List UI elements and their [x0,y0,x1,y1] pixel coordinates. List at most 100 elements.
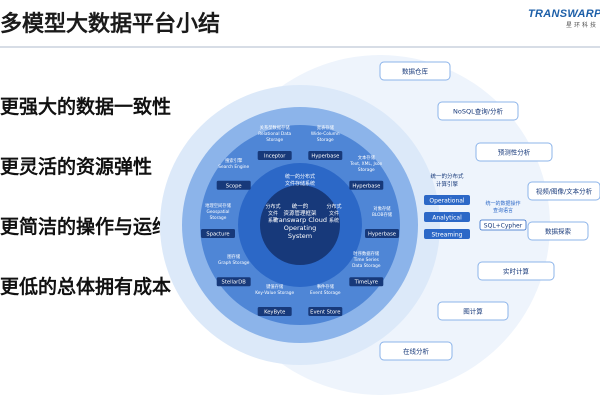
application-box [379,61,451,81]
storage-badge [365,229,399,238]
page-title: 多模型大数据平台小结 [0,12,221,37]
storage-item-label: Storage [317,137,334,143]
storage-item-label: 时序数据存储 [353,250,379,257]
core-line-5: System [288,232,312,240]
application-label: 预测性分析 [498,148,531,157]
storage-badge [257,307,292,316]
storage-item-label: 地理空间存储 [205,202,231,209]
storage-item-label: Event Storage [310,290,341,296]
storage-badge-text: Hyperbase [368,232,396,238]
application-box [437,101,519,121]
dfs-left-line-3: 系统 [268,217,278,224]
application-box [527,221,589,241]
title-divider [0,46,600,48]
dfs-right-line-1: 分布式 [326,203,341,210]
storage-item-label: Storage [266,137,283,143]
application-box [475,142,553,162]
storage-item-label: Relational Data [258,131,291,137]
application-label: NoSQL查询/分析 [453,107,503,116]
file-storage-line-1: 统一的分布式 [285,173,315,180]
storage-item-label: 键值存储 [266,283,284,290]
storage-badge [308,307,343,316]
application-label: 数据探索 [545,227,572,236]
compute-analytical-text: Analytical [432,215,462,222]
storage-item-label: Text, XML, Json [349,161,382,167]
dfs-left-line-2: 文件 [268,210,278,217]
application-label: 图计算 [463,307,483,316]
sql-badge-text: SQL+Cypher [484,223,523,230]
compute-engine: 统一的分布式 计算引擎 Operational Analytical Strea… [424,172,470,239]
storage-badge-text: Spacture [206,232,229,238]
storage-badge [308,151,343,160]
compute-operational-text: Operational [429,198,465,205]
storage-item-label: 宽表存储 [317,124,335,131]
application-box [527,181,600,201]
storage-item-label: Storage [210,215,227,221]
core-line-1: 统一的 [292,202,309,210]
storage-badge-text: KeyByte [264,310,285,316]
storage-badge [349,180,384,190]
storage-badge [216,277,251,287]
compute-label-line-1: 统一的分布式 [430,172,464,180]
application-label: 在线分析 [403,347,430,356]
core-line-2: 资源管理框架 [283,209,317,217]
compute-operational [424,195,470,205]
application-box [477,261,555,281]
storage-badge-text: Inceptor [264,154,286,160]
storage-item-label: Graph Storage [218,260,250,266]
storage-item-label: Time Series [353,257,380,263]
storage-item-label: BLOB存储 [372,211,393,218]
application-box [437,301,509,321]
application-label: 数据仓库 [402,67,429,76]
compute-label-line-2: 计算引擎 [436,180,459,188]
file-storage-label: 统一的分布式 文件存储系统 [285,173,315,187]
bullet-cost: 更低的总体拥有成本 [0,276,172,298]
core-text: 统一的 资源管理框架 Transwarp Cloud Operating Sys… [272,202,327,240]
dfs-right-line-2: 文件 [329,210,339,217]
dfs-label-left: 分布式 文件 系统 [265,203,280,224]
storage-badge [201,229,235,238]
sql-label-line-2: 查询语言 [493,207,513,214]
dfs-right-line-3: 系统 [329,217,339,224]
compute-analytical [424,212,470,222]
application-label: 视频/图像/文本分析 [536,187,593,196]
compute-streaming [424,229,470,239]
storage-item-label: 文本存储 [358,154,376,161]
logo-wordmark: TRANSWARP [528,8,600,20]
storage-item-label: Key-Value Storage [255,290,294,296]
outer-application-boxes: 数据仓库 NoSQL查询/分析预测性分析视频/图像/文本分析数据探索实时计算图计算… [379,61,600,361]
bullet-operations: 更简洁的操作与运维 [0,216,172,238]
storage-item-label: 图存储 [227,253,241,260]
storage-item-label: 事件存储 [317,283,335,290]
storage-badge-text: TimeLyre [354,280,378,286]
storage-item-label: Geospatial [207,209,230,215]
storage-item-label: 关系型数据存储 [260,124,291,131]
storage-item-label: Wide-Column [311,131,340,137]
application-label: 实时计算 [503,267,530,276]
company-logo: TRANSWARP 星环科技 [528,8,600,29]
core-circle [260,185,340,265]
storage-badge-text: Scope [226,183,242,189]
storage-item-label: Search Engine [218,164,249,170]
storage-item-label: Storage [358,167,375,173]
storage-item-label: 搜索引擎 [225,157,243,164]
bullet-elasticity: 更灵活的资源弹性 [0,156,153,178]
storage-badge-text: Event Store [310,310,340,316]
storage-badge-text: Hyperbase [352,183,380,189]
storage-badge-text: Hyperbase [311,154,339,160]
sql-label-line-1: 统一的数据操作 [485,200,520,207]
bullet-consistency: 更强大的数据一致性 [0,96,172,118]
storage-badge [349,277,384,287]
logo-subtitle: 星环科技 [565,22,598,29]
